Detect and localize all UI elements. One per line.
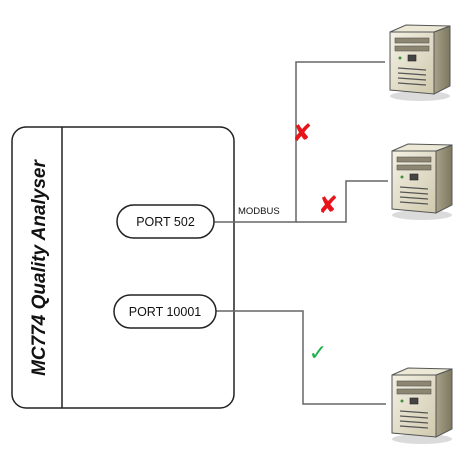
port-502: PORT 502 [116,204,215,239]
server-1 [389,24,451,102]
port-502-label: PORT 502 [136,215,195,229]
server-3 [391,367,453,445]
server-tower-icon [391,143,453,221]
server-tower-icon [391,367,453,445]
port-10001: PORT 10001 [113,294,217,329]
port-10001-label: PORT 10001 [129,305,202,319]
server-2 [391,143,453,221]
link-line-port502-server1 [214,61,385,223]
protocol-label: MODBUS [238,206,280,217]
device-box [11,126,235,409]
link-line-port10001-server3 [216,310,386,405]
device-title: MC774 Quality Analyser [29,159,50,376]
server-tower-icon [389,24,451,102]
blocked-mark-icon: ✘ [292,119,312,147]
link-line-port502-server2 [296,180,388,223]
allowed-check-icon: ✓ [309,341,327,366]
blocked-mark-icon: ✘ [318,191,338,219]
